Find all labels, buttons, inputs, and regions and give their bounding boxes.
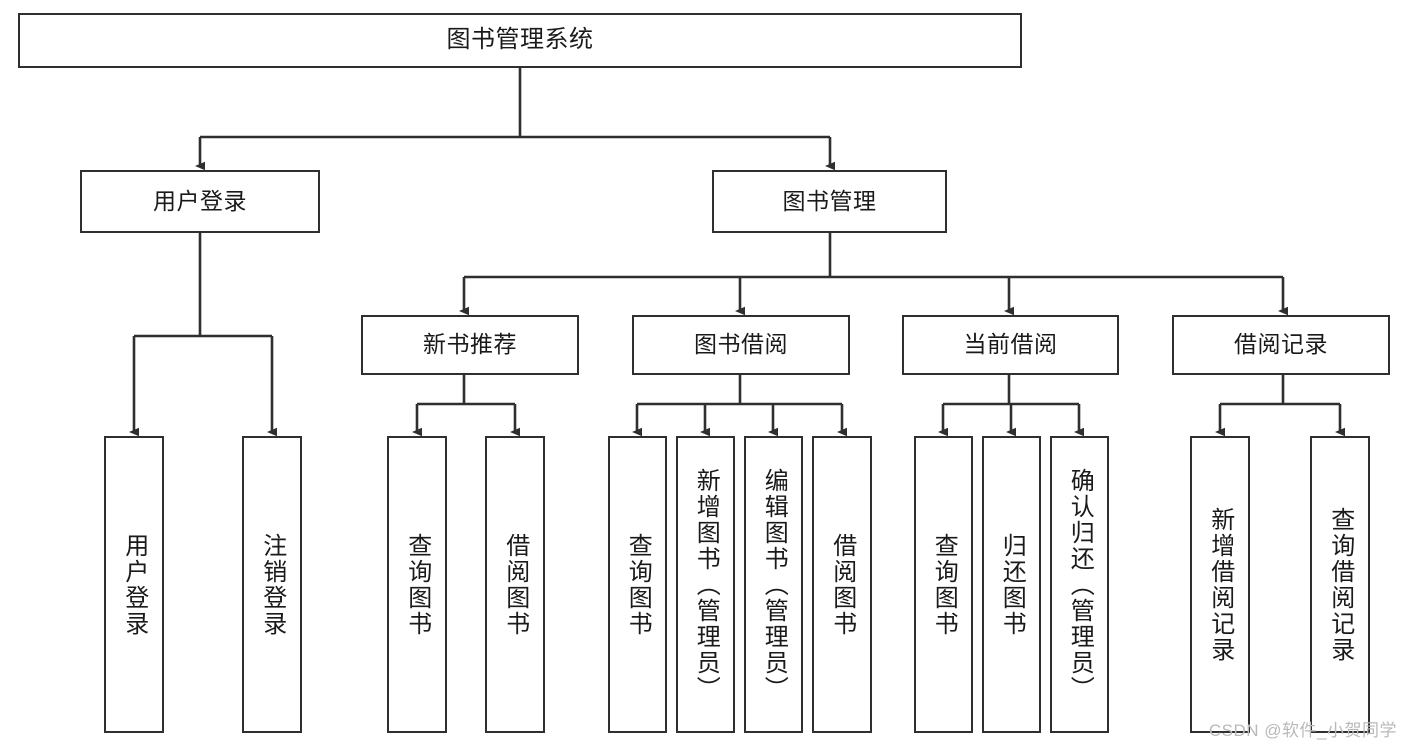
node-label: 新书推荐: [423, 331, 517, 358]
node-label: 确认归还（管理员）: [1066, 467, 1094, 702]
csdn-watermark: CSDN @软件_小贺同学: [1208, 721, 1397, 740]
leaf-confirm-return-admin[interactable]: 确认归还（管理员）: [1050, 436, 1109, 733]
node-label: 编辑图书（管理员）: [760, 467, 788, 702]
node-current-borrow[interactable]: 当前借阅: [902, 315, 1119, 375]
node-label: 借阅图书: [501, 532, 529, 637]
node-label: 当前借阅: [963, 331, 1058, 358]
leaf-query-book-current[interactable]: 查询图书: [914, 436, 973, 733]
leaf-borrow-book-newrec[interactable]: 借阅图书: [485, 436, 545, 733]
node-label: 归还图书: [998, 532, 1026, 637]
node-label: 查询图书: [403, 532, 431, 637]
node-label: 用户登录: [120, 532, 148, 637]
node-label: 新增借阅记录: [1206, 506, 1234, 663]
node-book-management[interactable]: 图书管理: [712, 170, 947, 233]
leaf-borrow-book[interactable]: 借阅图书: [812, 436, 872, 733]
node-label: 查询图书: [930, 532, 958, 637]
node-book-borrow[interactable]: 图书借阅: [632, 315, 850, 375]
leaf-add-book-admin[interactable]: 新增图书（管理员）: [676, 436, 735, 733]
node-label: 查询借阅记录: [1326, 506, 1354, 663]
node-label: 新增图书（管理员）: [692, 467, 720, 702]
leaf-query-book-newrec[interactable]: 查询图书: [387, 436, 447, 733]
node-label: 图书管理系统: [446, 26, 594, 54]
node-borrow-records[interactable]: 借阅记录: [1172, 315, 1390, 375]
node-label: 用户登录: [153, 187, 247, 214]
node-label: 查询图书: [624, 532, 652, 637]
leaf-add-borrow-record[interactable]: 新增借阅记录: [1190, 436, 1250, 733]
leaf-return-book[interactable]: 归还图书: [982, 436, 1041, 733]
leaf-query-borrow-record[interactable]: 查询借阅记录: [1310, 436, 1370, 733]
node-root-system[interactable]: 图书管理系统: [18, 13, 1022, 68]
leaf-query-book-borrow[interactable]: 查询图书: [608, 436, 667, 733]
leaf-user-logout[interactable]: 注销登录: [242, 436, 302, 733]
node-user-login[interactable]: 用户登录: [80, 170, 320, 233]
leaf-user-login[interactable]: 用户登录: [104, 436, 164, 733]
leaf-edit-book-admin[interactable]: 编辑图书（管理员）: [744, 436, 803, 733]
node-label: 图书管理: [782, 187, 877, 214]
node-label: 借阅图书: [828, 532, 856, 637]
node-label: 借阅记录: [1234, 331, 1328, 358]
node-new-book-recommend[interactable]: 新书推荐: [361, 315, 579, 375]
node-label: 图书借阅: [694, 331, 788, 358]
node-label: 注销登录: [258, 532, 286, 637]
